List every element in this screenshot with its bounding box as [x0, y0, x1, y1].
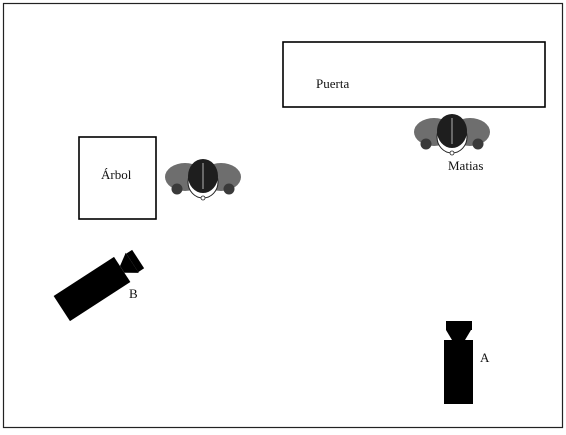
camera-a-icon	[444, 321, 473, 404]
door-box	[282, 41, 546, 108]
camera-b-label: B	[129, 286, 138, 301]
person-matias-label: Matias	[448, 158, 484, 173]
scene-frame	[2, 2, 564, 429]
person-icon	[164, 158, 242, 201]
camera-a-label: A	[480, 350, 490, 365]
tree-box	[78, 136, 157, 220]
camera-b-icon	[53, 249, 145, 322]
door-label: Puerta	[316, 76, 350, 91]
tree-label: Árbol	[101, 167, 132, 182]
person-matias-icon	[413, 113, 491, 156]
